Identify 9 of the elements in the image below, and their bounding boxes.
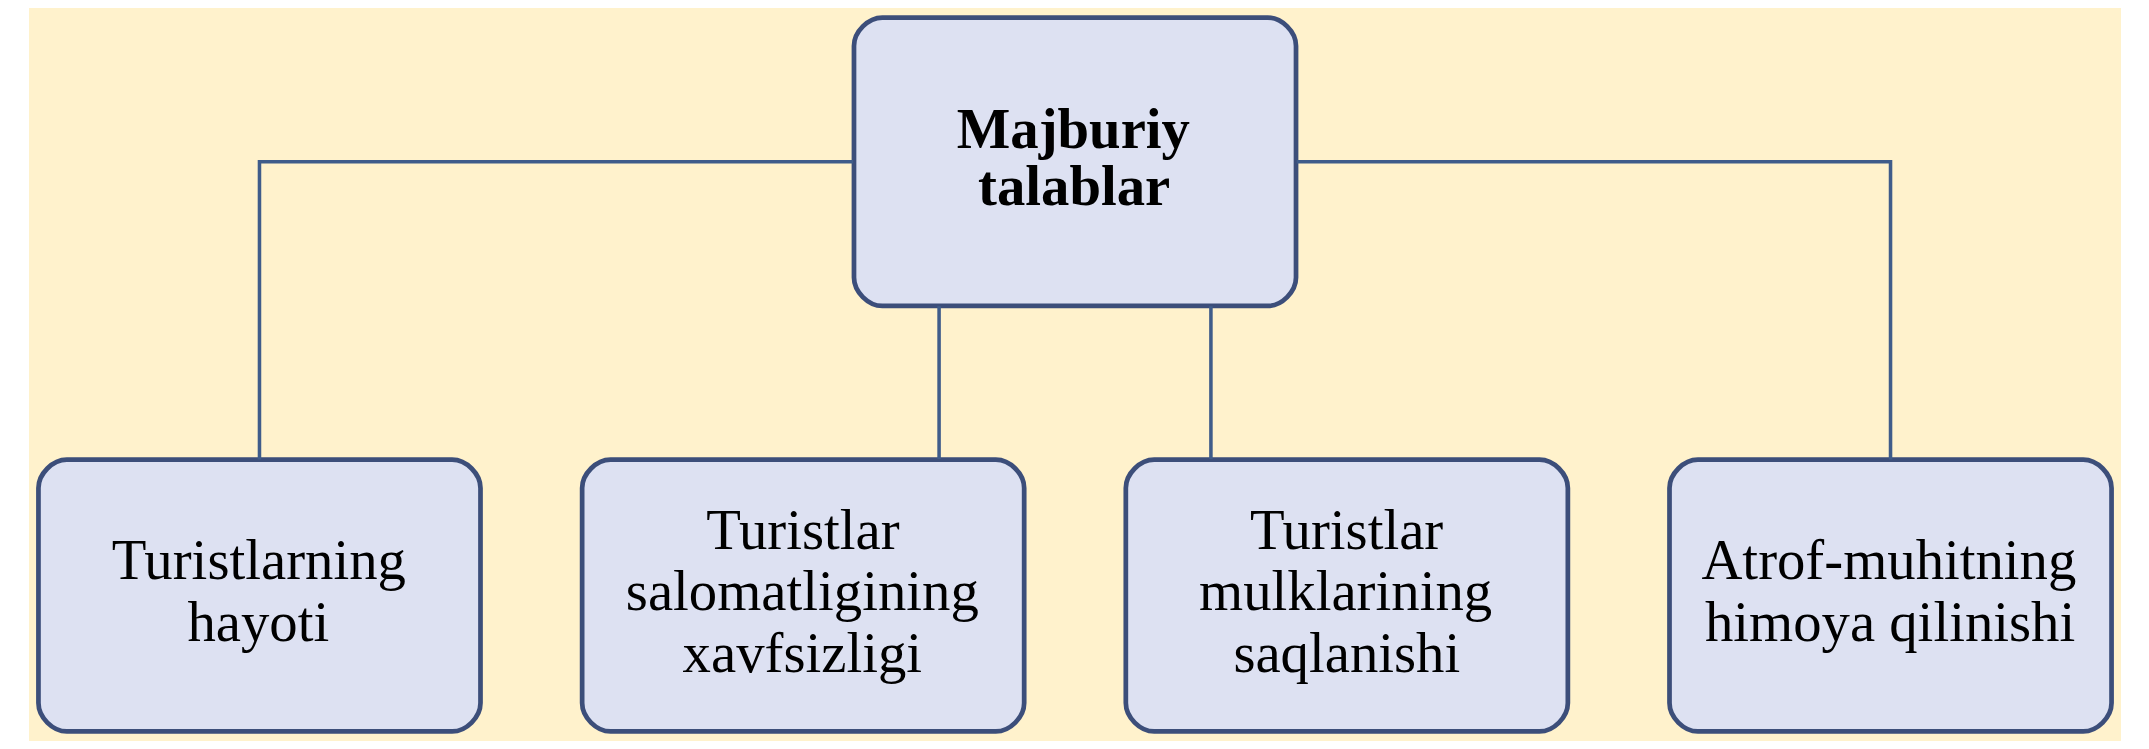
node-box: Turistlarning hayoti [35, 457, 483, 734]
node-box: Turistlar salomatligining xavfsizligi [579, 457, 1027, 734]
node-box: Atrof-muhitning himoya qilinishi [1666, 457, 2114, 734]
node-box: Turistlar mulklarining saqlanishi [1122, 457, 1570, 734]
connector [936, 306, 941, 460]
connector [1208, 306, 1213, 460]
node-box: Majburiy talablar [851, 15, 1298, 309]
connector [1296, 159, 1892, 460]
connector [257, 159, 853, 460]
